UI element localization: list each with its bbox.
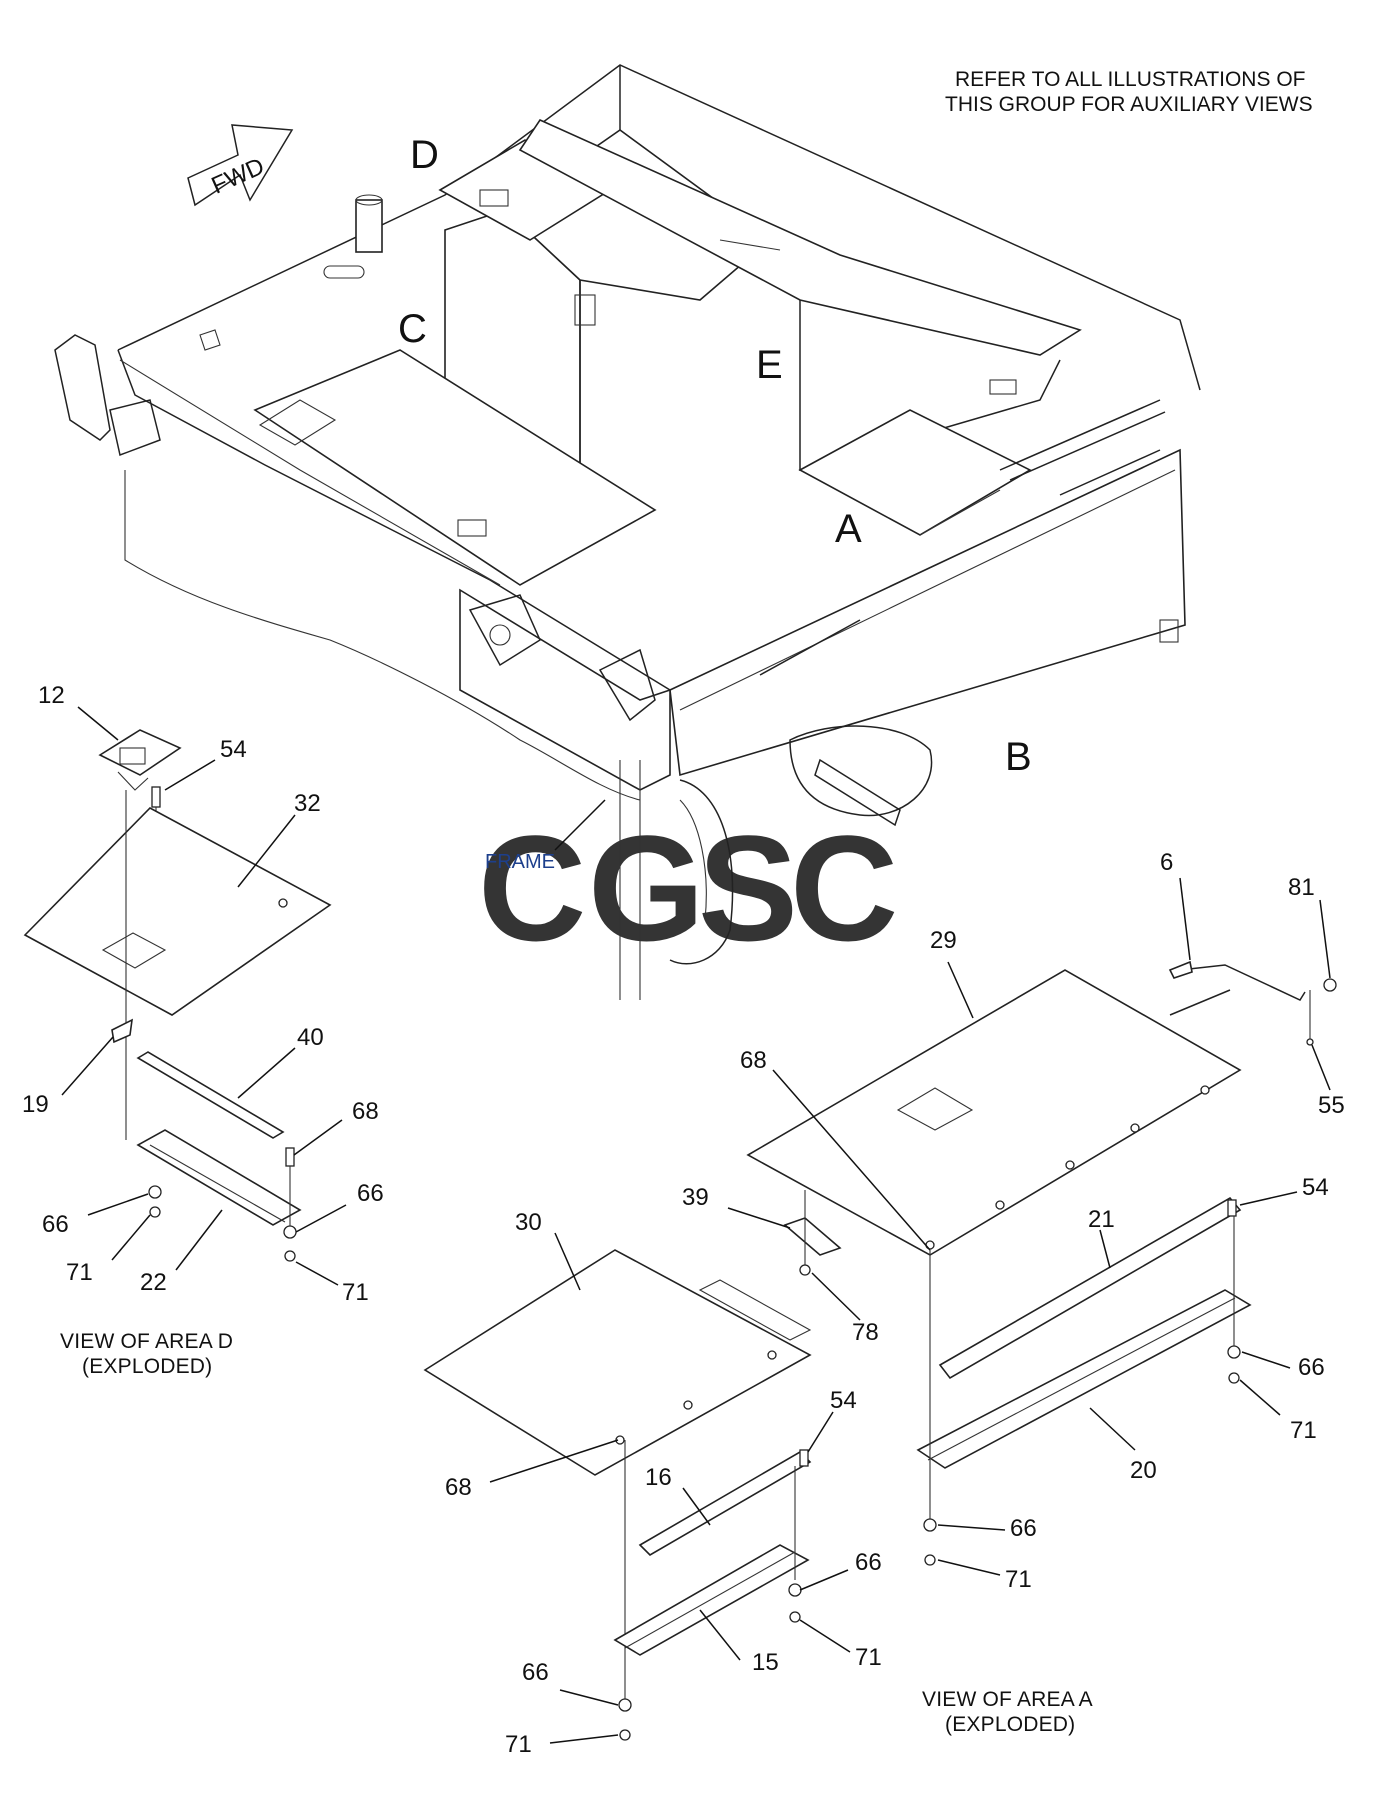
callout-12: 12 xyxy=(38,682,65,709)
part-22-hinge xyxy=(136,1129,302,1226)
callout-68-area-a-upper: 68 xyxy=(740,1047,767,1074)
callout-54-area-d: 54 xyxy=(220,736,247,763)
part-21-strip xyxy=(938,1196,1242,1380)
frame-assembly xyxy=(54,64,1201,1000)
callout-81: 81 xyxy=(1288,874,1315,901)
callout-19: 19 xyxy=(22,1091,49,1118)
forward-arrow: FWD xyxy=(187,124,294,207)
area-d-exploded-view: 12 54 32 19 40 68 66 66 71 71 22 VIEW OF… xyxy=(22,682,384,1378)
callout-54-area-a-left: 54 xyxy=(830,1387,857,1414)
part-29-plate xyxy=(746,969,1242,1256)
callout-66-area-a-center: 66 xyxy=(1010,1515,1037,1542)
callout-71-area-a-bottom: 71 xyxy=(505,1731,532,1758)
part-39-bracket xyxy=(783,1217,842,1256)
area-label-d: D xyxy=(410,133,439,177)
area-label-e: E xyxy=(756,343,783,387)
area-a-cover xyxy=(798,409,1032,536)
watermark-letter-g: G xyxy=(588,804,705,972)
callout-71-area-d-left: 71 xyxy=(66,1259,93,1286)
watermark-letter-s: S xyxy=(698,804,798,972)
callout-66-area-d-right: 66 xyxy=(357,1180,384,1207)
callout-22: 22 xyxy=(140,1269,167,1296)
callout-68-area-a-lower: 68 xyxy=(445,1474,472,1501)
watermark-letter-c2: C xyxy=(790,804,898,972)
reference-note-line2: THIS GROUP FOR AUXILIARY VIEWS xyxy=(945,93,1313,116)
part-54-bolt xyxy=(151,786,161,808)
callout-66-area-a-lower-right: 66 xyxy=(855,1549,882,1576)
callout-71-area-a-center: 71 xyxy=(1005,1566,1032,1593)
part-78-screw xyxy=(799,1264,811,1276)
part-32-plate xyxy=(23,807,332,1016)
callout-66-area-a-bottom: 66 xyxy=(522,1659,549,1686)
callout-6: 6 xyxy=(1160,849,1173,876)
area-a-exploded-view: 6 81 55 29 68 39 78 54 21 66 71 20 66 71… xyxy=(423,849,1345,1758)
part-55-pin xyxy=(1306,1038,1314,1046)
callout-29: 29 xyxy=(930,927,957,954)
area-c-cover xyxy=(253,349,657,586)
callout-71-area-a-lower-right: 71 xyxy=(855,1644,882,1671)
callout-32: 32 xyxy=(294,790,321,817)
area-label-b: B xyxy=(1005,735,1032,779)
area-a-caption-line1: VIEW OF AREA A xyxy=(922,1688,1093,1711)
frame-label: FRAME xyxy=(485,851,555,873)
callout-21: 21 xyxy=(1088,1206,1115,1233)
callout-66-area-d-left: 66 xyxy=(42,1211,69,1238)
part-81-nut xyxy=(1323,978,1337,992)
callout-16: 16 xyxy=(645,1464,672,1491)
callout-78: 78 xyxy=(852,1319,879,1346)
watermark-letter-c1: C xyxy=(478,804,586,972)
part-40-strip xyxy=(136,1051,285,1139)
part-16-strip xyxy=(638,1450,812,1557)
watermark-logo: C G S C xyxy=(478,804,898,972)
callout-20: 20 xyxy=(1130,1457,1157,1484)
part-6-rod xyxy=(1179,964,1306,1001)
area-d-caption-line1: VIEW OF AREA D xyxy=(60,1330,233,1353)
area-label-c: C xyxy=(398,307,427,351)
callout-39: 39 xyxy=(682,1184,709,1211)
callout-54-area-a-right: 54 xyxy=(1302,1174,1329,1201)
callout-71-area-d-right: 71 xyxy=(342,1279,369,1306)
part-12-latch xyxy=(98,729,182,776)
part-30-plate xyxy=(423,1249,812,1476)
callout-68-area-d: 68 xyxy=(352,1098,379,1125)
area-label-a: A xyxy=(835,507,862,551)
callout-15: 15 xyxy=(752,1649,779,1676)
part-19-clip xyxy=(111,1018,133,1044)
callout-71-area-a-right: 71 xyxy=(1290,1417,1317,1444)
reference-note-line1: REFER TO ALL ILLUSTRATIONS OF xyxy=(955,68,1305,91)
forward-arrow-label: FWD xyxy=(208,153,269,200)
callout-66-area-a-right: 66 xyxy=(1298,1354,1325,1381)
side-panel xyxy=(669,448,1186,777)
frame-leader xyxy=(554,799,606,851)
area-a-caption-line2: (EXPLODED) xyxy=(945,1713,1075,1736)
callout-55: 55 xyxy=(1318,1092,1345,1119)
area-d-caption-line2: (EXPLODED) xyxy=(82,1355,212,1378)
callout-40: 40 xyxy=(297,1024,324,1051)
callout-30: 30 xyxy=(515,1209,542,1236)
